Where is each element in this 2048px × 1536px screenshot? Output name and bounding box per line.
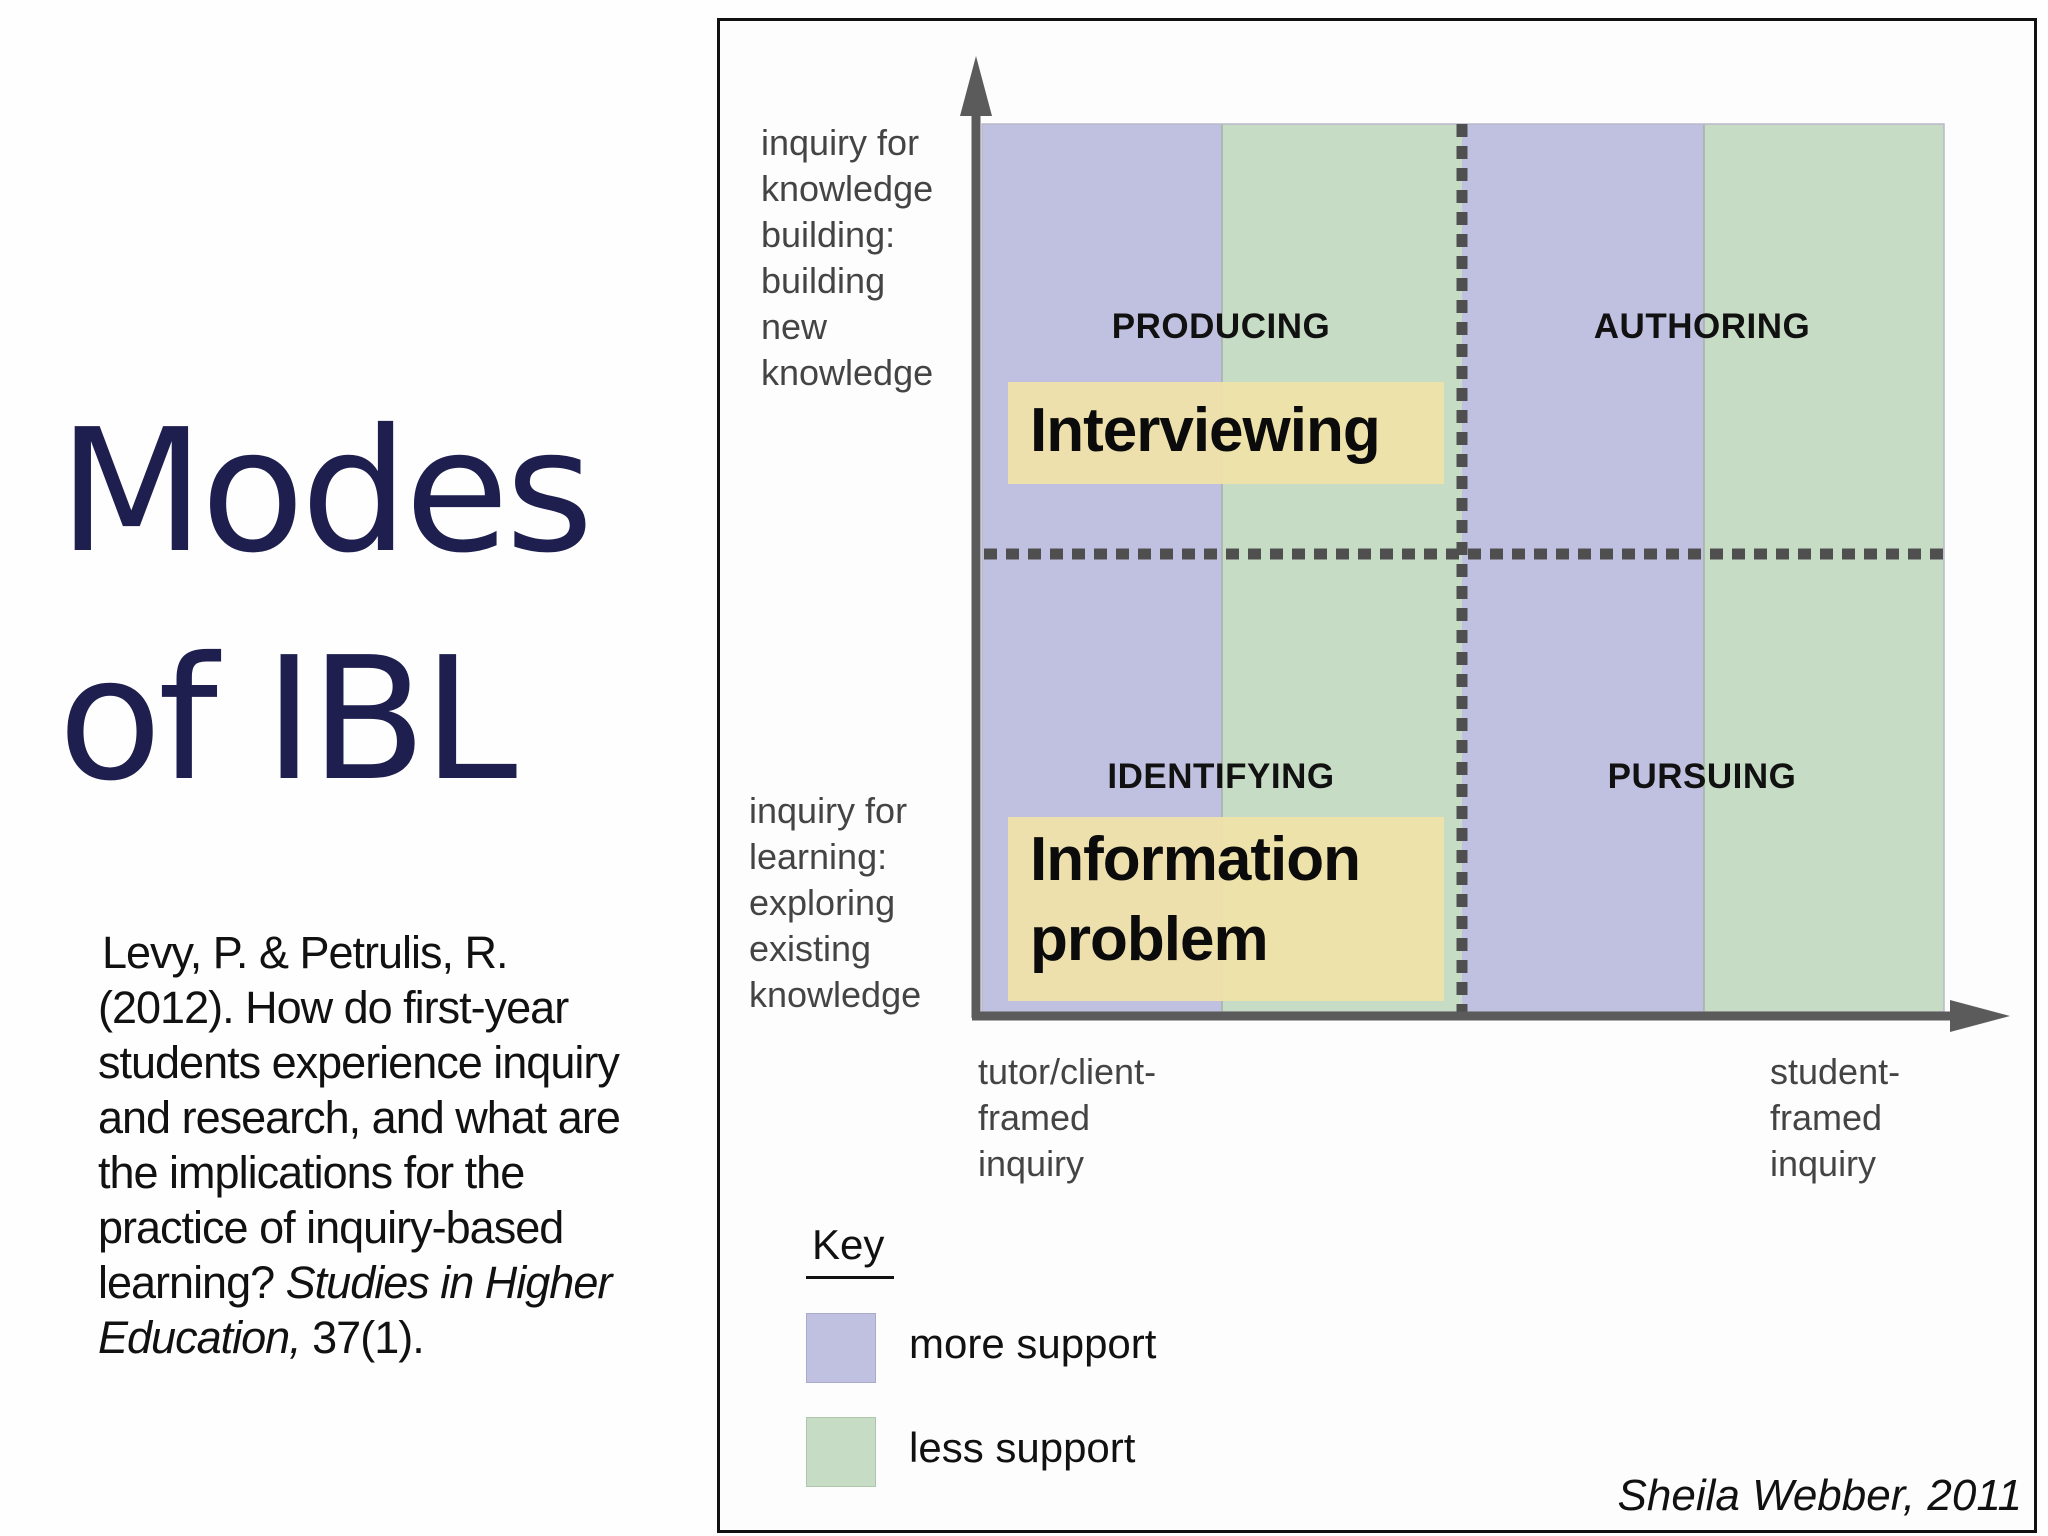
highlight-text: Information	[1030, 825, 1361, 894]
key-label-more-support: more support	[909, 1320, 1157, 1367]
citation-line: practice of inquiry-based	[98, 1202, 564, 1253]
axis-label-line: inquiry for	[749, 790, 908, 831]
quadrant-label-pursuing: PURSUING	[1607, 757, 1797, 796]
citation-line: the implications for the	[98, 1147, 525, 1198]
highlight-box-information-problem: Information problem	[1008, 817, 1444, 1001]
axis-label-line: inquiry for	[761, 122, 920, 163]
diagram-credit: Sheila Webber, 2011	[1617, 1471, 2022, 1520]
column-less-support-right	[1704, 124, 1944, 1012]
citation-line: students experience inquiry	[98, 1037, 620, 1088]
highlight-text: Interviewing	[1030, 396, 1381, 465]
citation: Levy, P. & Petrulis, R. (2012). How do f…	[98, 925, 658, 1365]
citation-line: Levy, P. & Petrulis, R.	[102, 927, 509, 978]
title-line-1: Modes	[58, 393, 594, 591]
highlight-text: problem	[1030, 905, 1269, 974]
axis-label-line: framed	[1770, 1097, 1883, 1138]
y-axis-top-label: inquiry for knowledge building: building…	[761, 120, 933, 396]
key-title: Key	[812, 1221, 885, 1268]
axis-label-line: knowledge	[749, 974, 922, 1015]
citation-line: Education, 37(1).	[98, 1310, 658, 1365]
citation-line: learning? Studies in Higher	[98, 1255, 658, 1310]
axis-label-line: knowledge	[761, 352, 934, 393]
citation-line: (2012). How do first-year	[98, 982, 569, 1033]
axis-label-line: framed	[978, 1097, 1091, 1138]
key-underline	[806, 1276, 894, 1279]
y-axis-bottom-label: inquiry for learning: exploring existing…	[749, 788, 921, 1018]
highlight-box-interviewing: Interviewing	[1008, 382, 1444, 484]
axis-label-line: inquiry	[1770, 1143, 1877, 1184]
swatch-more-support	[806, 1313, 876, 1383]
citation-volume: 37(1).	[300, 1312, 425, 1363]
axis-label-line: knowledge	[761, 168, 934, 209]
x-axis-right-label: student- framed inquiry	[1770, 1049, 1900, 1187]
axis-label-line: exploring	[749, 882, 896, 923]
x-axis-arrowhead	[1950, 1000, 2010, 1032]
axis-label-line: building:	[761, 214, 896, 255]
quadrant-label-identifying: IDENTIFYING	[1107, 757, 1335, 796]
column-more-support-right	[1462, 124, 1704, 1012]
axis-label-line: student-	[1770, 1051, 1901, 1092]
axis-label-line: inquiry	[978, 1143, 1085, 1184]
title-line-2: of IBL	[58, 621, 517, 819]
quadrant-label-producing: PRODUCING	[1111, 307, 1331, 346]
axis-label-line: new	[761, 306, 828, 347]
citation-text: learning?	[98, 1257, 286, 1308]
axis-label-line: tutor/client-	[978, 1051, 1157, 1092]
slide-title: Modes of IBL	[58, 378, 678, 834]
key-label-less-support: less support	[909, 1424, 1136, 1471]
axis-label-line: existing	[749, 928, 872, 969]
citation-line: and research, and what are	[98, 1092, 621, 1143]
y-axis-arrowhead	[960, 56, 992, 116]
journal-name-cont: Education,	[98, 1312, 302, 1363]
swatch-less-support	[806, 1417, 876, 1487]
quadrant-label-authoring: AUTHORING	[1593, 307, 1811, 346]
x-axis-left-label: tutor/client- framed inquiry	[978, 1049, 1156, 1187]
axis-label-line: building	[761, 260, 886, 301]
axis-label-line: learning:	[749, 836, 888, 877]
journal-name: Studies in Higher	[285, 1257, 613, 1308]
